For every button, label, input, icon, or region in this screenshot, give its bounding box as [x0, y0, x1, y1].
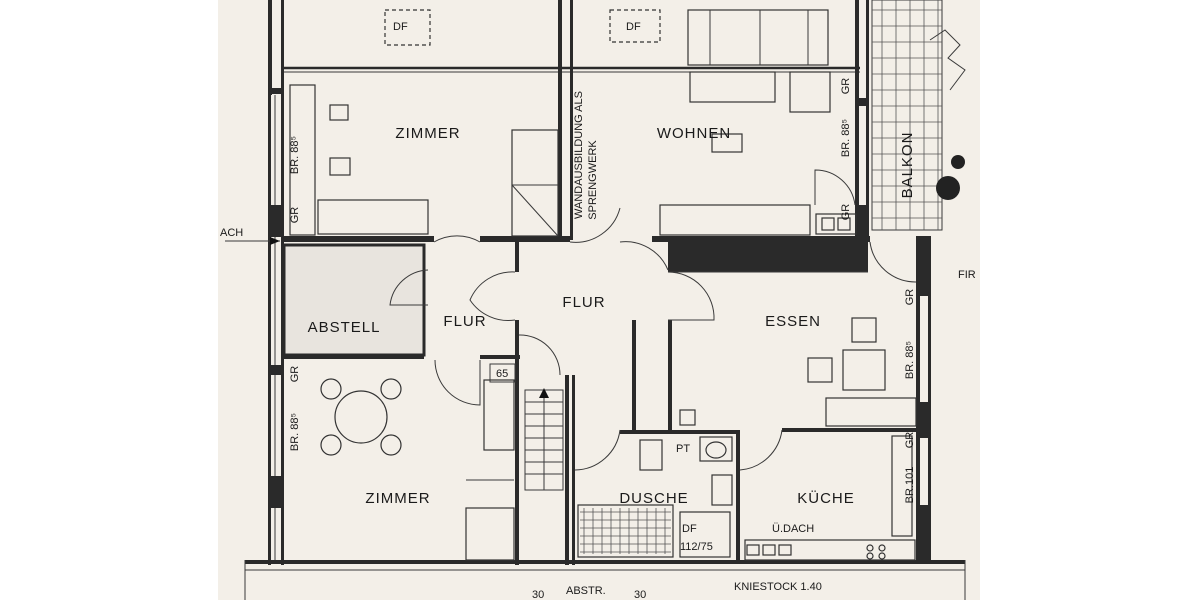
room-zimmer-top: ZIMMER: [395, 125, 460, 142]
ach-label: ACH: [220, 227, 243, 239]
fir-label: FIR: [958, 269, 976, 281]
room-zimmer-bottom: ZIMMER: [365, 490, 430, 507]
room-balkon: BALKON: [899, 132, 916, 199]
furniture: [225, 0, 966, 561]
door-swings: [389, 169, 917, 471]
shower-tiles: [580, 508, 671, 554]
br-zimmer-bottom: BR. 88⁵: [289, 413, 301, 451]
br-zimmer-top: BR. 88⁵: [289, 136, 301, 174]
plant-icon: [936, 176, 960, 200]
stairs: [524, 388, 564, 491]
dim-65: 65: [496, 368, 508, 380]
kniestock-label: KNIESTOCK 1.40: [734, 581, 822, 593]
br-essen: BR. 88⁵: [904, 341, 916, 379]
sprengwerk-label: SPRENGWERK: [587, 140, 599, 220]
pt-label: PT: [676, 443, 690, 455]
gr-label: GR: [289, 366, 301, 383]
room-abstell: ABSTELL: [308, 319, 381, 336]
df-size-label: 112/75: [680, 541, 713, 553]
room-flur-left: FLUR: [443, 313, 486, 330]
gr-label: GR: [840, 204, 852, 221]
room-flur-center: FLUR: [562, 294, 605, 311]
interior-walls: [282, 0, 918, 565]
u-dach-label: Ü.DACH: [772, 523, 814, 535]
gr-label: GR: [904, 289, 916, 306]
df-label: DF: [682, 523, 697, 535]
room-kueche: KÜCHE: [797, 489, 855, 507]
exterior-arrow-icon: [270, 237, 280, 245]
abstr-label: ABSTR.: [566, 585, 606, 597]
br-wohnen: BR. 88⁵: [840, 119, 852, 157]
dim-30: 30: [532, 589, 544, 600]
room-essen: ESSEN: [765, 313, 821, 330]
wand-label: WANDAUSBILDUNG ALS: [573, 91, 585, 219]
gr-label: GR: [840, 78, 852, 95]
room-wohnen: WOHNEN: [657, 125, 731, 142]
br-kueche: BR.101: [904, 467, 916, 504]
room-labels: ZIMMER WOHNEN FLUR FLUR ABSTELL ESSEN ZI…: [308, 125, 916, 507]
gr-label: GR: [289, 207, 301, 224]
annotations: DF DF DF 112/75 BR. 88⁵ GR GR BR. 88⁵ BR…: [220, 21, 976, 600]
dim-30: 30: [634, 589, 646, 600]
plant-icon: [951, 155, 965, 169]
room-dusche: DUSCHE: [619, 490, 688, 507]
gr-label: GR: [904, 432, 916, 449]
balcony-grid: [871, 0, 943, 231]
stair-arrow-icon: [539, 388, 549, 398]
df-label: DF: [626, 21, 641, 33]
df-label: DF: [393, 21, 408, 33]
